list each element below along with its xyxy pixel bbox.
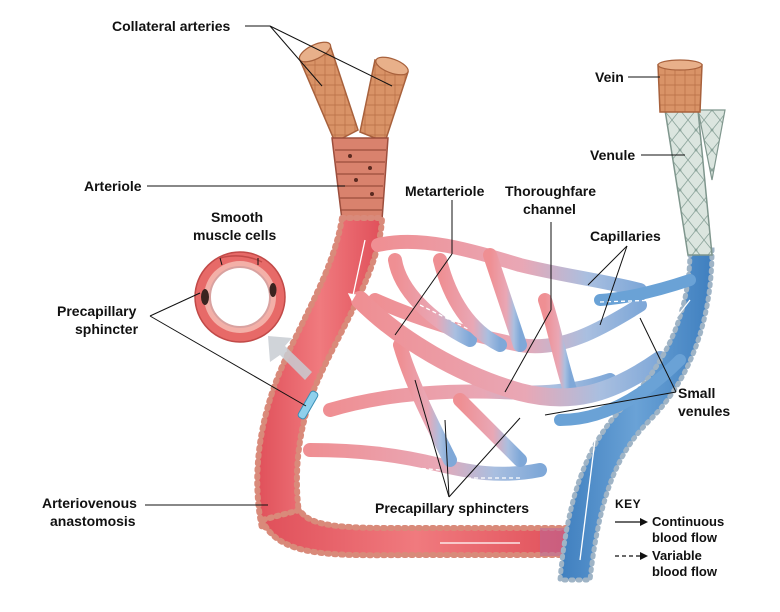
label-metarteriole: Metarteriole	[405, 183, 485, 199]
key-title: KEY	[615, 497, 641, 511]
arterial-trunk	[254, 215, 386, 532]
metarteriole-thoroughfare	[351, 291, 669, 407]
arteriovenous-anastomosis-vessel	[257, 506, 575, 559]
label-smooth-muscle-2: muscle cells	[193, 227, 276, 243]
collateral-artery-right	[359, 56, 409, 143]
label-smooth-muscle-1: Smooth	[211, 209, 263, 225]
key-variable-1: Variable	[652, 548, 702, 563]
label-small-venules-2: venules	[678, 403, 730, 419]
key-variable-2: blood flow	[652, 564, 718, 579]
leader-lines	[145, 25, 685, 506]
label-precapillary-sphincter-1: Precapillary	[57, 303, 137, 319]
variable-flow-arrows	[379, 299, 661, 479]
label-capillaries: Capillaries	[590, 228, 661, 244]
vein	[657, 59, 703, 113]
label-venule: Venule	[590, 147, 635, 163]
label-small-venules-1: Small	[678, 385, 715, 401]
key-continuous-1: Continuous	[652, 514, 724, 529]
sphincter-cross-section	[194, 251, 286, 343]
vessel-network	[254, 41, 726, 583]
label-thoroughfare-1: Thoroughfare	[505, 183, 596, 199]
collateral-artery-left	[298, 41, 359, 144]
label-arteriovenous-2: anastomosis	[50, 513, 136, 529]
precapillary-sphincter-marker	[297, 390, 319, 420]
label-vein: Vein	[595, 69, 624, 85]
magnification-arrow	[268, 336, 312, 380]
key-continuous-2: blood flow	[652, 530, 718, 545]
label-thoroughfare-2: channel	[523, 201, 576, 217]
venule	[664, 109, 726, 256]
label-arteriole: Arteriole	[84, 178, 142, 194]
label-precapillary-sphincter-2: sphincter	[75, 321, 139, 337]
key: KEY Continuous blood flow Variable blood…	[615, 497, 724, 579]
continuous-flow-arrows	[347, 239, 691, 561]
labels: Collateral arteries Arteriole Smooth mus…	[42, 18, 730, 529]
label-collateral-arteries: Collateral arteries	[112, 18, 230, 34]
arteriole	[331, 137, 389, 221]
label-precapillary-sphincters: Precapillary sphincters	[375, 500, 529, 516]
label-arteriovenous-1: Arteriovenous	[42, 495, 137, 511]
